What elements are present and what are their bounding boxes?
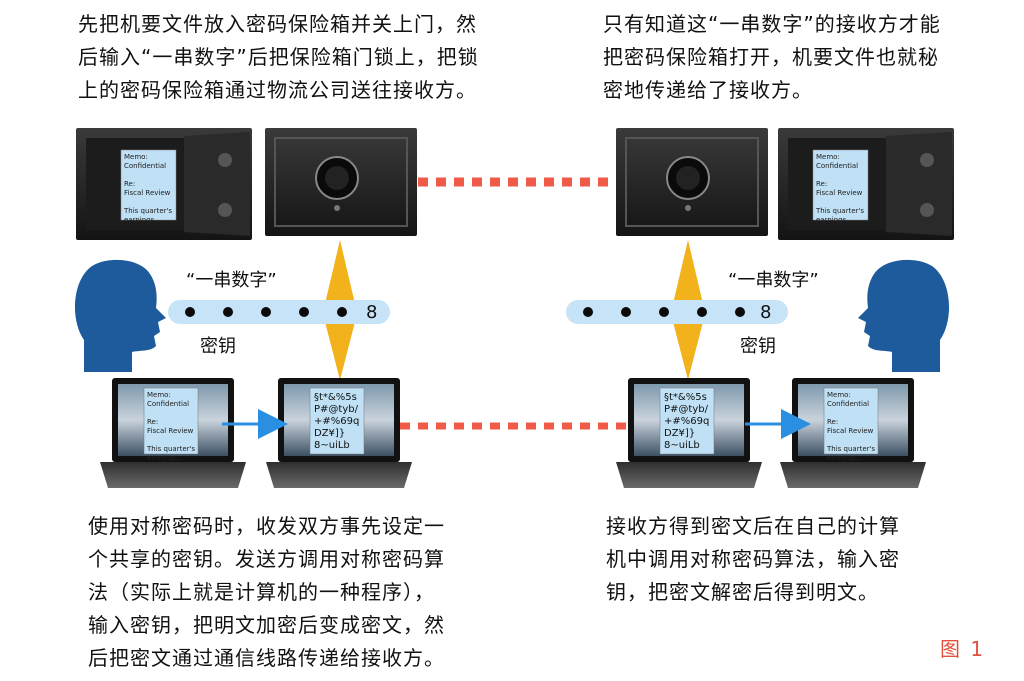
key-sequence-label-receiver: “一串数字” — [728, 270, 819, 291]
key-digit-sender: 8 — [366, 302, 378, 323]
key-label-sender: 密钥 — [200, 336, 236, 357]
memo-on-sender-screen: Memo: Confidential Re: Fiscal Review Thi… — [147, 391, 196, 462]
laptop-receiver-plaintext — [780, 378, 926, 488]
caption-sender-encrypt: 使用对称密码时，收发双方事先设定一 个共享的密钥。发送方调用对称密码算 法（实际… — [88, 514, 445, 670]
laptop-sender-plaintext — [100, 378, 246, 488]
receiver-head-icon — [858, 259, 950, 372]
closed-safe-receiver — [616, 128, 768, 236]
caption-receiver-decrypt: 接收方得到密文后在自己的计算 机中调用对称密码算法，输入密 钥，把密文解密后得到… — [606, 514, 900, 604]
memo-in-safe-sender: Memo: Confidential Re: Fiscal Review Thi… — [124, 153, 173, 224]
laptop-receiver-ciphertext — [616, 378, 762, 488]
laptop-sender-ciphertext — [266, 378, 412, 488]
open-safe-receiver — [778, 128, 954, 240]
key-label-receiver: 密钥 — [740, 336, 776, 357]
ciphertext-receiver-screen: §t*&%5s P#@tyb/ +#%69q DZ¥]} 8~uiLb — [664, 392, 710, 451]
figure-label: 图 1 — [940, 637, 986, 661]
memo-on-receiver-screen: Memo: Confidential Re: Fiscal Review Thi… — [827, 391, 876, 462]
sender-head-icon — [74, 259, 166, 372]
ciphertext-sender-screen: §t*&%5s P#@tyb/ +#%69q DZ¥]} 8~uiLb — [314, 392, 360, 451]
open-safe-sender — [76, 128, 252, 240]
arrow-up-down-right — [672, 240, 704, 380]
key-digit-receiver: 8 — [760, 302, 772, 323]
arrow-up-down-left — [324, 240, 356, 380]
closed-safe-sender — [265, 128, 417, 236]
key-sequence-label-sender: “一串数字” — [186, 270, 277, 291]
key-bar-receiver — [566, 300, 788, 324]
memo-in-safe-receiver: Memo: Confidential Re: Fiscal Review Thi… — [816, 153, 865, 224]
key-bar-sender — [168, 300, 390, 324]
caption-sender-safe: 先把机要文件放入密码保险箱并关上门，然 后输入“一串数字”后把保险箱门锁上，把锁… — [78, 12, 479, 102]
caption-receiver-safe: 只有知道这“一串数字”的接收方才能 把密码保险箱打开，机要文件也就秘 密地传递给… — [603, 12, 941, 102]
